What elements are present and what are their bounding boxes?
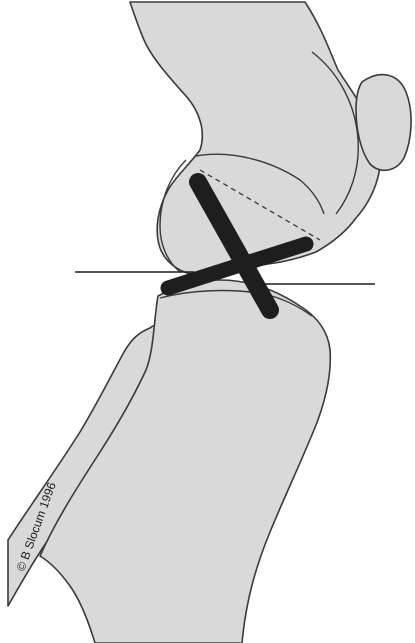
femur: [130, 2, 380, 275]
